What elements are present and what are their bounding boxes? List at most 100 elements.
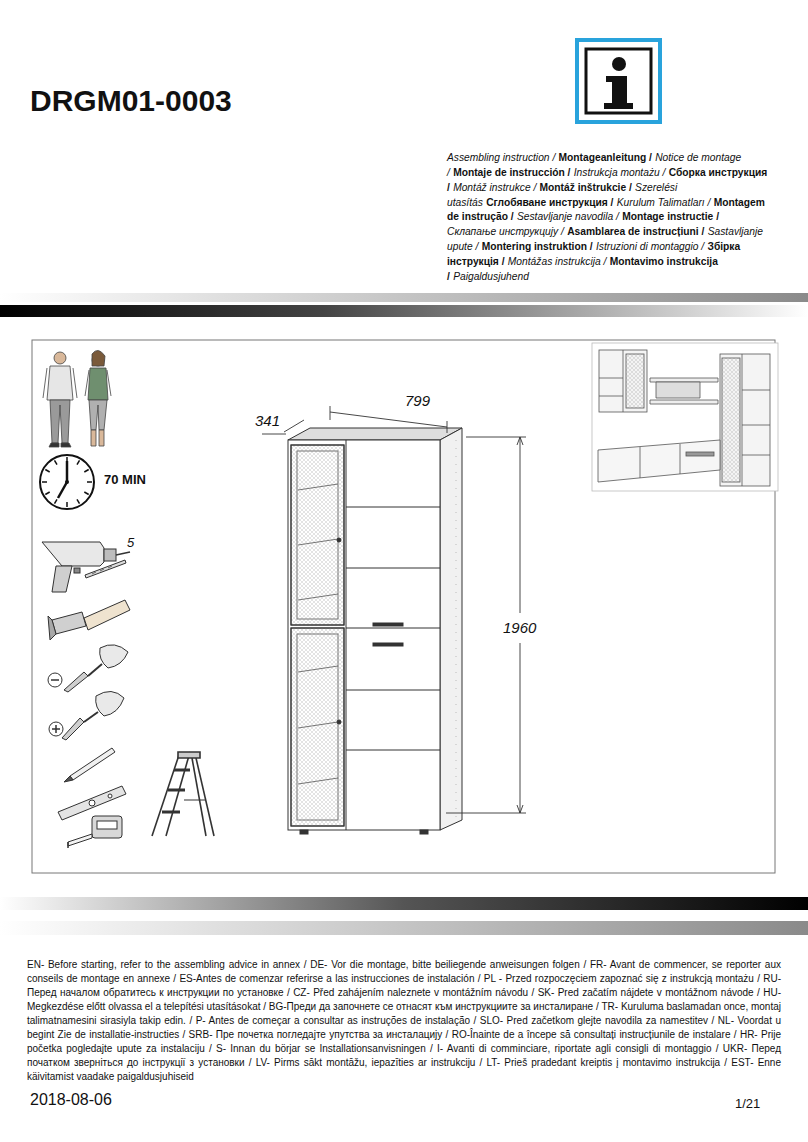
spirit-level-icon-part xyxy=(108,794,112,798)
instruction-title: Сглобяване инструкция / xyxy=(486,197,613,208)
spirit-level-icon-part xyxy=(58,786,126,820)
wall-unit-thumbnail-part xyxy=(599,350,647,412)
flat-screwdriver-icon xyxy=(48,645,128,692)
drill-icon-part xyxy=(52,566,72,592)
instruction-title: Asamblarea de instrucțiuni / xyxy=(567,226,704,237)
dimension-lines-part xyxy=(284,420,304,432)
cabinet-drawing-part xyxy=(337,720,341,724)
clock-icon-part-part xyxy=(55,499,58,503)
cabinet-drawing-part xyxy=(420,830,428,834)
dimension-lines-part xyxy=(447,421,448,433)
flat-screwdriver-icon-part xyxy=(64,672,88,692)
drill-icon-part xyxy=(116,552,130,555)
cabinet-drawing-part xyxy=(337,538,341,542)
wall-unit-thumbnail-part xyxy=(742,354,743,486)
flat-screwdriver-icon-part xyxy=(48,673,62,687)
wall-unit-thumbnail-part xyxy=(722,358,740,482)
cabinet-drawing-part xyxy=(298,484,338,784)
wall-unit-thumbnail-part xyxy=(598,440,720,482)
wall-unit-thumbnail-part xyxy=(742,425,770,426)
flat-screwdriver-icon-part xyxy=(88,664,102,676)
wall-unit-thumbnail-part xyxy=(640,447,641,478)
date-label: 2018-08-06 xyxy=(29,1091,113,1109)
clock-icon-part xyxy=(58,482,67,498)
clock-icon-part-part xyxy=(42,481,47,483)
pencil-icon-part xyxy=(70,748,115,780)
two-people-part xyxy=(50,400,70,443)
clock-icon-part-part xyxy=(45,470,49,473)
clock-icon-part xyxy=(42,457,92,507)
instruction-title: Istruzioni di montaggio / xyxy=(596,241,704,252)
document-title: DRGM01-0003 xyxy=(30,84,232,119)
footer-band xyxy=(0,897,808,935)
step-ladder-icon-part xyxy=(178,752,200,758)
dimension-lines-part xyxy=(466,437,526,438)
wall-unit-thumbnail xyxy=(592,343,778,491)
flat-screwdriver-icon-part xyxy=(100,645,128,668)
info-icon-part xyxy=(604,76,633,109)
instruction-title: Montageanleitung / xyxy=(559,152,652,163)
clock-icon-part xyxy=(66,461,69,482)
cabinet-drawing-part xyxy=(346,690,440,691)
spirit-level-icon xyxy=(58,786,126,820)
dimension-lines-part xyxy=(330,406,331,420)
phillips-screwdriver-icon-part xyxy=(96,691,124,716)
drill-icon xyxy=(42,542,130,592)
flat-screwdriver-icon-part xyxy=(51,679,59,681)
clock-icon-part xyxy=(65,480,69,484)
cabinet-drawing-part xyxy=(291,628,344,826)
cabinet-drawing-part-part xyxy=(298,666,338,784)
two-people-part xyxy=(91,430,104,446)
cabinet-drawing-part xyxy=(300,830,308,834)
instruction-title: Sestavljanje navodila / xyxy=(517,211,619,222)
drill-icon-part xyxy=(85,560,126,578)
instruction-title: Instrukcja montażu / xyxy=(574,167,666,178)
two-people-part xyxy=(49,443,71,447)
two-people-part xyxy=(43,368,77,398)
cabinet-drawing-part xyxy=(297,634,338,820)
notice-paragraph: EN- Before starting, refer to the assemb… xyxy=(27,958,781,1084)
wall-unit-thumbnail-part xyxy=(742,390,770,391)
wall-unit-thumbnail-part xyxy=(623,350,624,412)
instruction-title: Montáž instrukce / xyxy=(453,182,536,193)
clock-icon-part-part xyxy=(84,470,88,473)
two-people-part xyxy=(47,366,73,400)
step-ladder-icon-part xyxy=(184,800,205,801)
hammer-icon-part xyxy=(48,616,56,640)
time-label: 70 MIN xyxy=(103,473,147,488)
cabinet-drawing-part xyxy=(288,440,440,830)
cabinet-drawing-part xyxy=(346,507,440,508)
wall-unit-thumbnail-part xyxy=(599,378,623,379)
clock-icon-part-part xyxy=(84,492,88,495)
footer-band-part xyxy=(0,897,808,910)
heading-block: Assembling instruction / Montageanleitung… xyxy=(447,151,769,285)
cabinet-drawing-part xyxy=(346,568,440,569)
instruction-title: Montage instructie / xyxy=(622,211,719,222)
cabinet-drawing-part xyxy=(346,750,440,751)
two-people-part xyxy=(54,352,66,364)
wall-unit-thumbnail-part xyxy=(656,382,700,398)
spirit-level-icon-part xyxy=(89,800,95,806)
tape-measure-icon xyxy=(68,816,122,848)
cabinet-drawing-part-part xyxy=(456,440,457,818)
drill-icon-part xyxy=(42,542,104,566)
info-icon-part xyxy=(586,49,651,113)
wall-unit-thumbnail-part xyxy=(626,354,644,408)
dimension-lines-part xyxy=(446,813,526,814)
dimension-lines-part xyxy=(520,643,521,813)
dimension-lines xyxy=(262,406,526,813)
instruction-title: Склапање инструкцију / xyxy=(447,226,564,237)
header-band-part xyxy=(0,293,808,302)
instruction-title: Montáž inštrukcie / xyxy=(540,182,632,193)
instruction-title: Kurulum Talimatları / xyxy=(617,197,711,208)
instruction-title: Assembling instruction / xyxy=(447,152,555,163)
cabinet-drawing-part xyxy=(346,440,347,830)
header-band xyxy=(0,293,808,317)
hammer-icon-part xyxy=(52,612,86,634)
phillips-screwdriver-icon-part xyxy=(62,718,84,740)
cabinet-drawing-part xyxy=(373,643,403,646)
dimension-lines-part xyxy=(262,434,286,435)
instruction-title: Montážas instrukcija / xyxy=(508,256,607,267)
wall-unit-thumbnail-part xyxy=(599,396,623,397)
